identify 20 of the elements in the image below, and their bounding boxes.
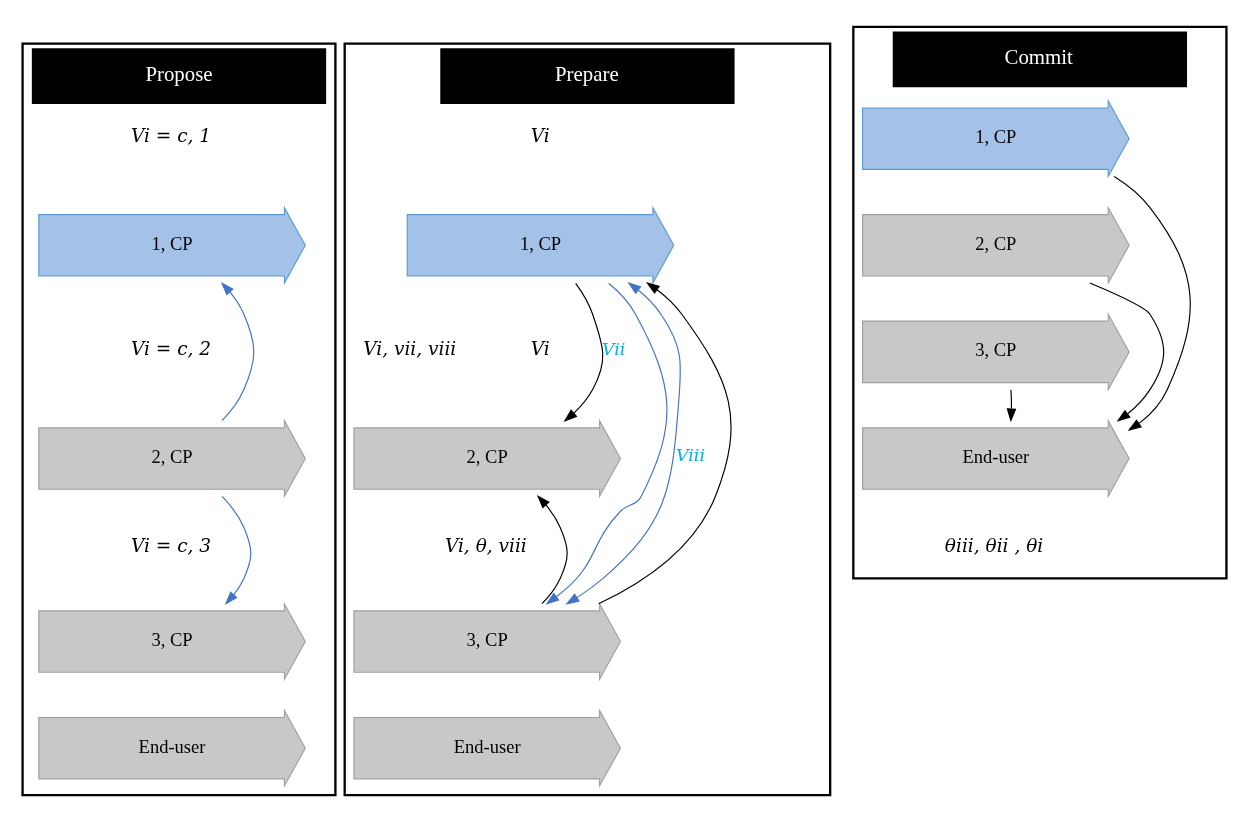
- label: Vi: [530, 124, 550, 146]
- label: Vi = c, 2: [130, 337, 212, 359]
- label: Vi = c, 3: [130, 534, 212, 556]
- label: Vi, vii, viii: [363, 337, 457, 359]
- arrow: [220, 281, 255, 421]
- arrow: [1113, 175, 1191, 431]
- arrow: [536, 494, 568, 604]
- arrow: [563, 282, 604, 422]
- label: Vi, θ, viii: [444, 534, 527, 556]
- arrow: [221, 495, 252, 605]
- arrow: [1006, 388, 1017, 422]
- label: Vi: [530, 337, 550, 359]
- edge-label: Vii: [601, 338, 626, 359]
- arrow: [545, 282, 668, 605]
- edge-label: Viii: [676, 444, 705, 465]
- arrow: [598, 281, 732, 604]
- arrow: [565, 281, 682, 605]
- label: Vi = c, 1: [130, 124, 212, 146]
- arrow: [1089, 281, 1165, 422]
- label: θiii, θii , θi: [944, 534, 1044, 556]
